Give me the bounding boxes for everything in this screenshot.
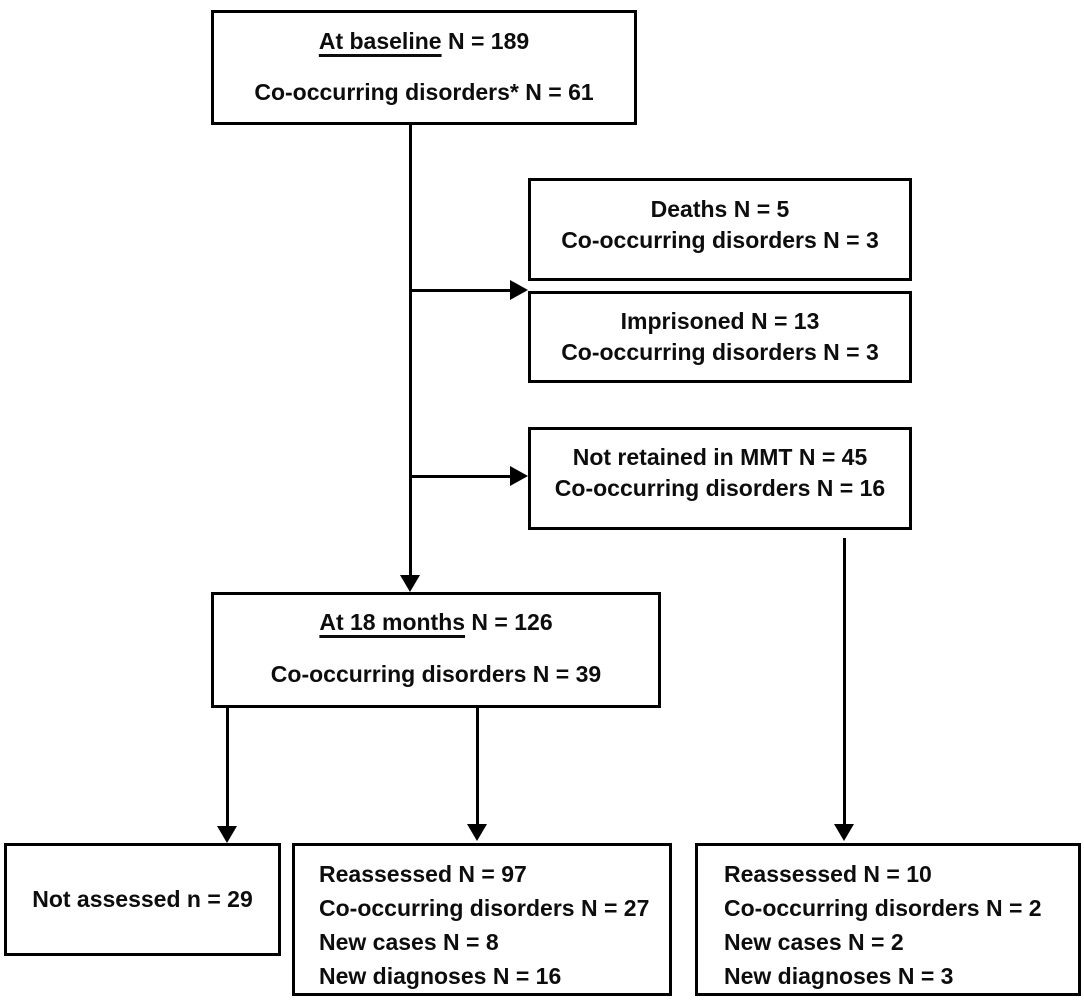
box-at-baseline: At baseline N = 189 Co-occurring disorde… (211, 10, 637, 125)
box-reassessed-retained: Reassessed N = 97 Co-occurring disorders… (292, 843, 672, 996)
reassessed-not-retained-line1: Reassessed N = 10 (724, 861, 932, 887)
connector-branch-deaths-imprisoned-line (410, 289, 510, 292)
reassessed-retained-line2: Co-occurring disorders N = 27 (319, 895, 650, 921)
reassessed-not-retained-line2: Co-occurring disorders N = 2 (724, 895, 1042, 921)
reassessed-not-retained-line4: New diagnoses N = 3 (724, 963, 954, 989)
box-deaths: Deaths N = 5 Co-occurring disorders N = … (528, 178, 912, 281)
reassessed-retained-line3: New cases N = 8 (319, 929, 499, 955)
at18-title-n: N = 126 (465, 609, 553, 635)
at18-title-line: At 18 months N = 126 (220, 607, 652, 638)
connector-branch-not-retained-line (410, 475, 510, 478)
reassessed-not-retained-line3: New cases N = 2 (724, 929, 904, 955)
connector-18months-to-not-assessed-line (226, 708, 229, 828)
box-reassessed-not-retained: Reassessed N = 10 Co-occurring disorders… (695, 843, 1081, 996)
reassessed-retained-line4: New diagnoses N = 16 (319, 963, 562, 989)
arrowhead-branch-deaths-imprisoned (510, 280, 528, 300)
box-at-18-months: At 18 months N = 126 Co-occurring disord… (211, 592, 661, 708)
box-imprisoned: Imprisoned N = 13 Co-occurring disorders… (528, 291, 912, 383)
box-not-assessed: Not assessed n = 29 (4, 843, 281, 956)
baseline-title-n: N = 189 (441, 28, 530, 54)
connector-18months-to-reassessed-line (476, 708, 479, 826)
arrowhead-baseline-to-18months (400, 575, 420, 592)
at18-cooccurring-line: Co-occurring disorders N = 39 (270, 661, 602, 687)
box-not-retained-in-mmt: Not retained in MMT N = 45 Co-occurring … (528, 427, 912, 530)
connector-not-retained-to-reassessed-line (843, 538, 846, 826)
imprisoned-line2: Co-occurring disorders N = 3 (561, 339, 879, 365)
arrowhead-not-retained-to-reassessed (834, 824, 854, 841)
arrowhead-18months-to-reassessed (467, 824, 487, 841)
arrowhead-branch-not-retained (510, 466, 528, 486)
arrowhead-18months-to-not-assessed (217, 826, 237, 843)
deaths-line2: Co-occurring disorders N = 3 (561, 227, 879, 253)
imprisoned-line1: Imprisoned N = 13 (620, 308, 820, 334)
not-assessed-line1: Not assessed n = 29 (32, 886, 253, 912)
connector-baseline-to-18months-line (409, 125, 412, 577)
baseline-title-line: At baseline N = 189 (220, 26, 628, 57)
not-retained-line2: Co-occurring disorders N = 16 (554, 475, 886, 501)
at18-title-underlined: At 18 months (319, 609, 466, 635)
not-retained-line1: Not retained in MMT N = 45 (572, 444, 868, 470)
baseline-title-underlined: At baseline (318, 28, 442, 54)
baseline-cooccurring-line: Co-occurring disorders* N = 61 (254, 79, 594, 105)
reassessed-retained-line1: Reassessed N = 97 (319, 861, 527, 887)
deaths-line1: Deaths N = 5 (650, 196, 790, 222)
